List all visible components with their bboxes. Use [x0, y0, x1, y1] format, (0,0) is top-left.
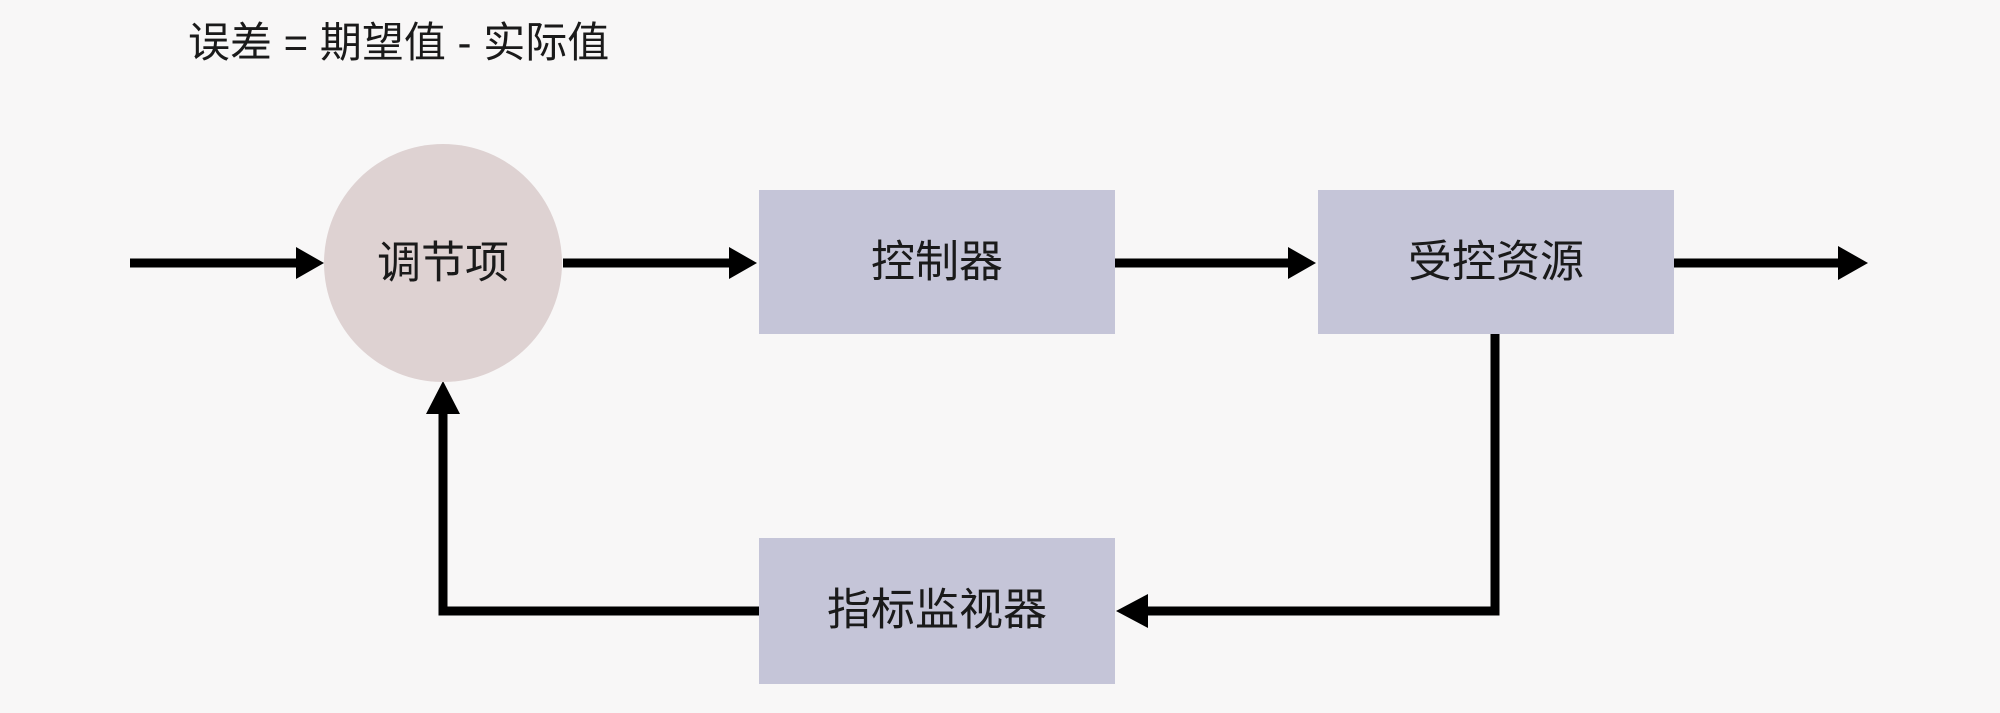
junction-to-controller-arrowhead: [729, 247, 757, 279]
plant-rect[interactable]: [1318, 190, 1674, 334]
plant-to-monitor-feedback: [1116, 334, 1500, 628]
controller-label: 控制器: [871, 238, 1003, 287]
summing-junction-label: 调节项: [377, 239, 509, 288]
plant-to-monitor-arrowhead: [1116, 594, 1148, 628]
plant-label: 受控资源: [1408, 238, 1584, 287]
junction-to-controller-arrow: [563, 247, 757, 279]
summing-junction-circle[interactable]: [324, 144, 562, 382]
monitor-rect[interactable]: [759, 538, 1115, 684]
node-monitor[interactable]: 指标监视器: [759, 538, 1115, 684]
controller-to-plant-arrowhead: [1288, 247, 1316, 279]
formula-title: 误差 = 期望值 - 实际值: [188, 19, 609, 66]
monitor-label: 指标监视器: [827, 586, 1047, 635]
controller-to-plant-arrow: [1115, 247, 1316, 279]
monitor-to-junction-arrowhead: [426, 381, 460, 414]
monitor-to-junction-line: [438, 412, 759, 616]
setpoint-input-arrowhead: [296, 247, 324, 279]
node-summing-junction[interactable]: 调节项: [324, 144, 562, 382]
plant-output-arrowhead: [1838, 246, 1868, 280]
plant-output-arrow: [1674, 246, 1868, 280]
node-plant[interactable]: 受控资源: [1318, 190, 1674, 334]
controller-rect[interactable]: [759, 190, 1115, 334]
node-controller[interactable]: 控制器: [759, 190, 1115, 334]
monitor-to-junction-feedback: [426, 381, 759, 616]
setpoint-input-arrow: [130, 247, 324, 279]
plant-to-monitor-line: [1145, 334, 1500, 616]
